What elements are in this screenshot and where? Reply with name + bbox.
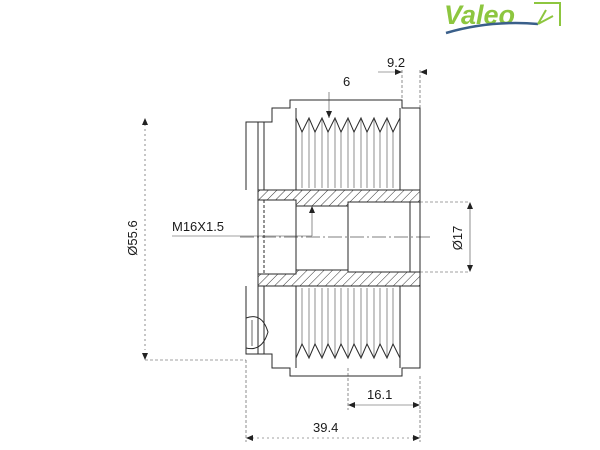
dim-front-offset: 9.2 bbox=[378, 55, 427, 108]
spline-profile bbox=[245, 316, 269, 350]
pulley-length-label: 16.1 bbox=[367, 387, 392, 402]
bore-diameter-label: Ø17 bbox=[450, 226, 465, 251]
dim-overall-length: 39.4 bbox=[245, 360, 421, 442]
dim-outer-diameter: Ø55.6 bbox=[125, 118, 246, 361]
front-offset-label: 9.2 bbox=[387, 55, 405, 70]
pulley-outline-lower bbox=[245, 286, 421, 377]
dim-bore-diameter: Ø17 bbox=[420, 201, 473, 273]
groove-lines-upper bbox=[301, 118, 394, 188]
dim-thread: M16X1.5 bbox=[172, 206, 315, 237]
groove-count-label: 6 bbox=[343, 74, 350, 89]
thread-label: M16X1.5 bbox=[172, 219, 224, 234]
section-hatch-upper bbox=[257, 189, 421, 207]
valeo-frame-icon bbox=[534, 2, 561, 26]
overall-length-label: 39.4 bbox=[313, 420, 338, 435]
valeo-logo: Valeo bbox=[444, 0, 561, 35]
dim-pulley-length: 16.1 bbox=[347, 368, 421, 410]
valeo-swoosh-icon bbox=[445, 21, 539, 35]
outer-diameter-label: Ø55.6 bbox=[125, 220, 140, 255]
groove-lines-lower bbox=[301, 288, 394, 358]
valeo-checkmark-icon bbox=[537, 9, 554, 25]
pulley-outline-upper bbox=[245, 99, 421, 190]
dim-groove-count: 6 bbox=[326, 74, 350, 118]
section-hatch-lower bbox=[257, 269, 421, 287]
